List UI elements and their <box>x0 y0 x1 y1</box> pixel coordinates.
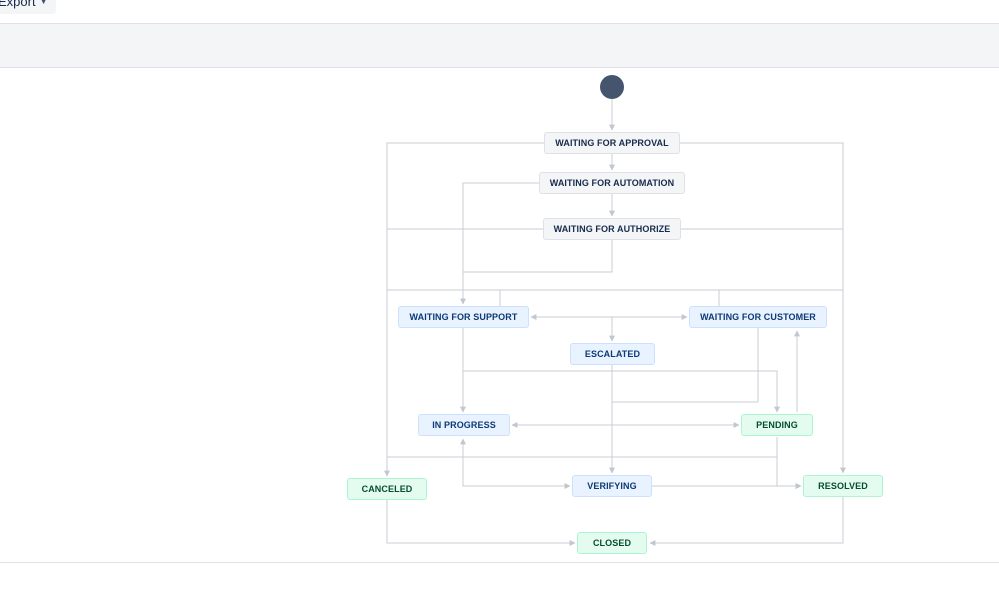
export-button[interactable]: Export ▼ <box>0 0 56 14</box>
transition-canceled-to-closed <box>386 500 576 546</box>
export-button-label: Export <box>0 0 36 9</box>
status-waiting-for-customer[interactable]: WAITING FOR CUSTOMER <box>689 306 827 328</box>
transition-approval-to-resolved <box>680 142 846 474</box>
transition-pending-to-resolved <box>776 457 802 489</box>
status-canceled[interactable]: CANCELED <box>347 478 427 500</box>
transition-support-to-pending <box>463 370 780 413</box>
status-waiting-for-approval[interactable]: WAITING FOR APPROVAL <box>544 132 680 154</box>
transition-pending-to-left <box>387 437 778 458</box>
bottom-divider <box>0 562 999 563</box>
top-divider <box>0 23 999 24</box>
status-verifying[interactable]: VERIFYING <box>572 475 652 497</box>
transition-authorize-to-support <box>460 240 613 305</box>
status-in-progress[interactable]: IN PROGRESS <box>418 414 510 436</box>
chevron-down-icon: ▼ <box>39 0 48 6</box>
status-resolved[interactable]: RESOLVED <box>803 475 883 497</box>
transition-customer-down <box>612 328 759 403</box>
toolbar-band <box>0 24 999 68</box>
workflow-start-node <box>600 75 624 99</box>
status-waiting-for-automation[interactable]: WAITING FOR AUTOMATION <box>539 172 685 194</box>
status-closed[interactable]: CLOSED <box>577 532 647 554</box>
transition-inprogress-verifying <box>460 438 571 489</box>
transition-approval-to-canceled <box>384 142 544 477</box>
status-waiting-for-authorize[interactable]: WAITING FOR AUTHORIZE <box>543 218 681 240</box>
status-waiting-for-support[interactable]: WAITING FOR SUPPORT <box>398 306 529 328</box>
status-escalated[interactable]: ESCALATED <box>570 343 655 365</box>
transition-resolved-to-closed <box>649 497 844 546</box>
status-pending[interactable]: PENDING <box>741 414 813 436</box>
transition-automation-to-support <box>462 182 539 272</box>
